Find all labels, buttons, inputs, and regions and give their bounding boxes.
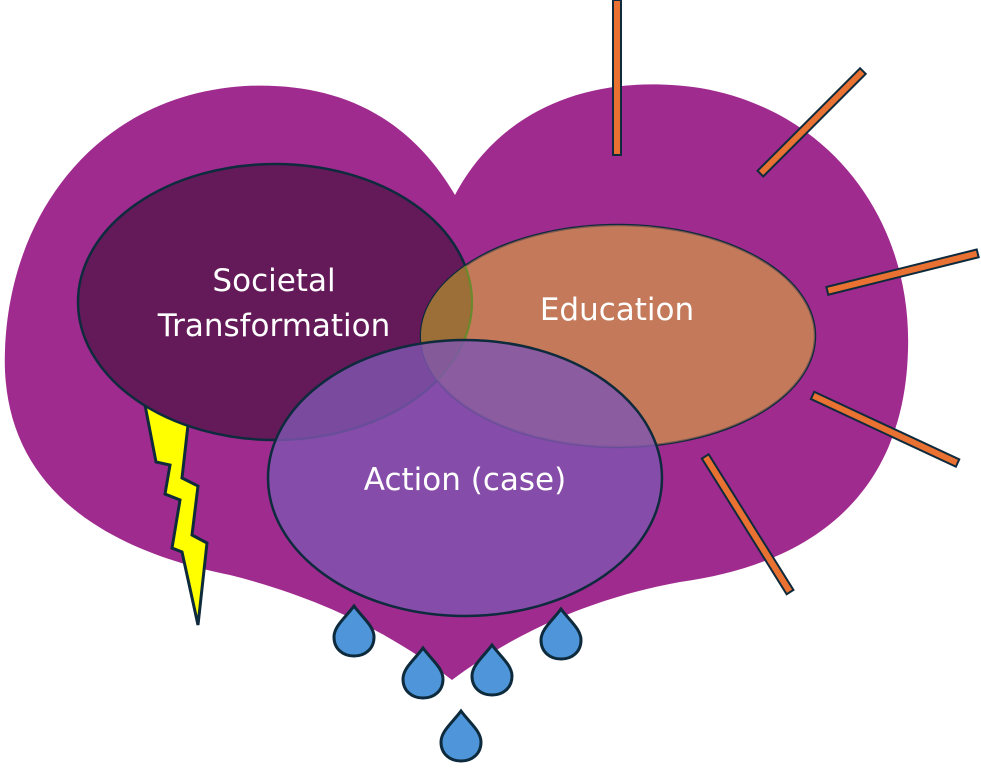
label-societal-line1: Societal (212, 263, 335, 299)
water-drops (332, 603, 583, 763)
drop-icon (470, 642, 514, 697)
ray (700, 452, 795, 596)
drop-icon (401, 645, 445, 700)
ray (809, 390, 961, 468)
rays (612, 0, 980, 596)
drop-icon (539, 606, 583, 661)
ray (825, 248, 980, 296)
drop-icon (332, 603, 376, 658)
ray (756, 66, 868, 178)
ray (612, 0, 622, 156)
drop-icon (439, 708, 483, 763)
label-education: Education (540, 292, 694, 328)
label-action: Action (case) (364, 462, 566, 498)
lightning-icon (142, 402, 209, 626)
label-societal-line2: Transformation (157, 308, 391, 344)
circle-action (266, 338, 664, 618)
